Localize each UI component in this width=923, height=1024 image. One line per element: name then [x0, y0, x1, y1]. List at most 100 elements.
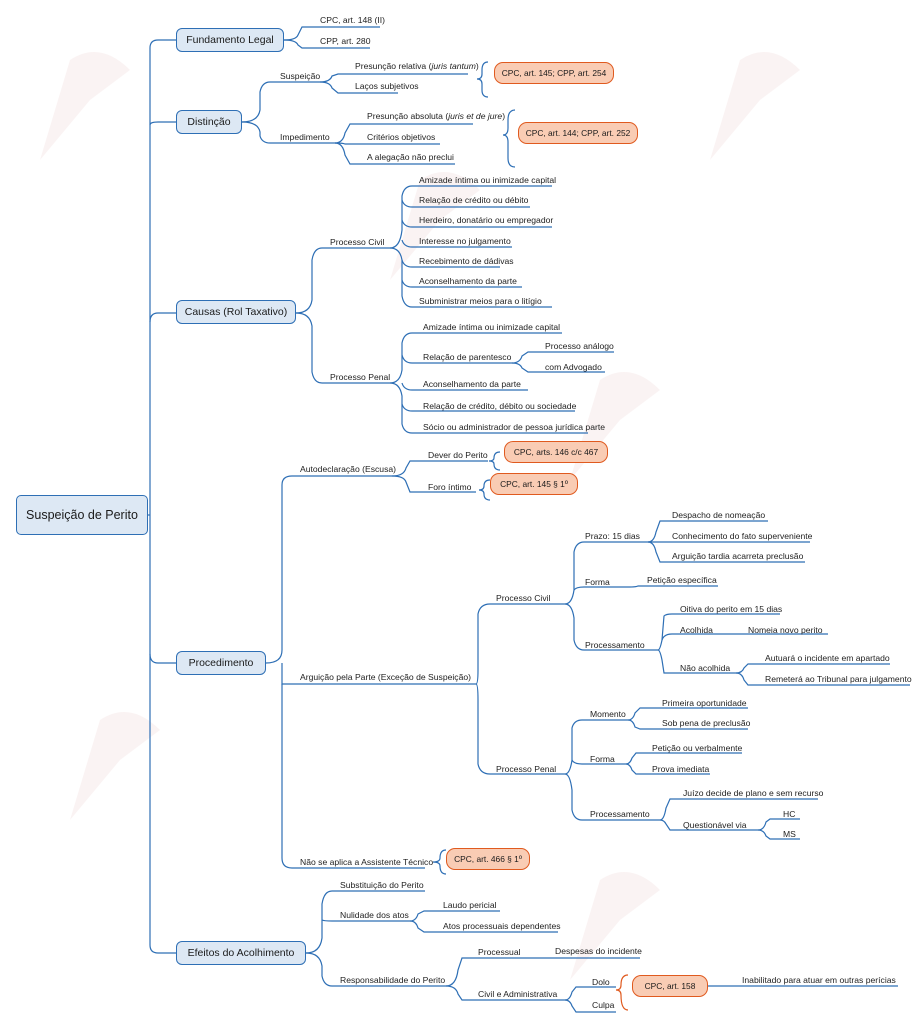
leaf-latin-term: juris tantum — [431, 61, 476, 71]
leaf-hc: HC — [783, 809, 796, 819]
branch-fundamento-legal[interactable]: Fundamento Legal — [176, 28, 284, 52]
node-prazo: Prazo: 15 dias — [585, 531, 640, 541]
branch-label: Procedimento — [188, 657, 254, 669]
leaf-dever-perito: Dever do Perito — [428, 450, 488, 460]
watermark-icon — [40, 52, 130, 160]
leaf-ms: MS — [783, 829, 796, 839]
node-processamento-civil: Processamento — [585, 640, 645, 650]
branch-procedimento[interactable]: Procedimento — [176, 651, 266, 675]
leaf-cpc-148: CPC, art. 148 (II) — [320, 15, 385, 25]
watermark-icon — [70, 712, 160, 820]
leaf-penal-item: Amizade íntima ou inimizade capital — [423, 322, 561, 332]
leaf-penal-item: Sócio ou administrador de pessoa jurídic… — [423, 422, 606, 432]
node-nao-acolhida: Não acolhida — [680, 663, 731, 673]
node-processamento-penal: Processamento — [590, 809, 650, 819]
leaf-latin-term: juris et de jure — [448, 111, 503, 121]
leaf-civil-item: Aconselhamento da parte — [419, 276, 517, 286]
node-forma-penal: Forma — [590, 754, 615, 764]
branch-label: Causas (Rol Taxativo) — [184, 306, 288, 318]
leaf-civil-item: Herdeiro, donatário ou empregador — [419, 215, 554, 225]
leaf-prazo-item: Despacho de nomeação — [672, 510, 766, 520]
leaf-civil-item: Recebimento de dádivas — [419, 256, 514, 266]
node-acolhida: Acolhida — [680, 625, 713, 635]
node-questionavel: Questionável via — [683, 820, 747, 830]
leaf-text: ) — [475, 61, 479, 71]
leaf-civil-item: Interesse no julgamento — [419, 236, 511, 246]
branch-label: Distinção — [187, 116, 231, 128]
node-processual: Processual — [478, 947, 521, 957]
node-parentesco: Relação de parentesco — [423, 352, 512, 362]
leaf-civil-item: Subministrar meios para o litígio — [419, 296, 542, 306]
branch-efeitos[interactable]: Efeitos do Acolhimento — [176, 941, 306, 965]
leaf-oitiva: Oitiva do perito em 15 dias — [680, 604, 783, 614]
leaf-presuncao-relativa: Presunção relativa (juris tantum) — [355, 61, 479, 72]
leaf-nulidade-item: Atos processuais dependentes — [443, 921, 561, 931]
node-nulidade: Nulidade dos atos — [340, 910, 409, 920]
node-autodeclaracao: Autodeclaração (Escusa) — [300, 464, 397, 474]
leaf-criterios-objetivos: Critérios objetivos — [367, 132, 436, 142]
ref-cpc-158[interactable]: CPC, art. 158 — [632, 975, 708, 997]
node-assistente-tecnico: Não se aplica a Assistente Técnico — [300, 857, 434, 867]
ref-foro-intimo[interactable]: CPC, art. 145 § 1º — [490, 473, 578, 495]
leaf-civil-item: Relação de crédito ou débito — [419, 195, 529, 205]
leaf-nomeia-novo: Nomeia novo perito — [748, 625, 823, 635]
node-causas-civil: Processo Civil — [330, 237, 385, 247]
leaf-despesas: Despesas do incidente — [555, 946, 642, 956]
node-forma-civil: Forma — [585, 577, 610, 587]
leaf-nao-acolhida-item: Autuará o incidente em apartado — [765, 653, 890, 663]
leaf-foro-intimo: Foro íntimo — [428, 482, 472, 492]
root-node-label: Suspeição de Perito — [26, 508, 138, 522]
leaf-prazo-item: Conhecimento do fato superveniente — [672, 531, 813, 541]
ref-label: CPC, art. 466 § 1º — [454, 854, 522, 864]
ref-suspeicao[interactable]: CPC, art. 145; CPP, art. 254 — [494, 62, 614, 84]
node-arguicao: Arguição pela Parte (Exceção de Suspeiçã… — [300, 672, 472, 682]
ref-label: CPC, art. 158 — [644, 981, 696, 991]
leaf-civil-item: Amizade íntima ou inimizade capital — [419, 175, 557, 185]
leaf-cpp-280: CPP, art. 280 — [320, 36, 371, 46]
leaf-nulidade-item: Laudo pericial — [443, 900, 497, 910]
branch-label: Fundamento Legal — [186, 34, 274, 46]
ref-impedimento[interactable]: CPC, art. 144; CPP, art. 252 — [518, 122, 638, 144]
leaf-presuncao-absoluta: Presunção absoluta (juris et de jure) — [367, 111, 505, 122]
watermark-icon — [570, 872, 660, 980]
ref-label: CPC, art. 144; CPP, art. 252 — [525, 128, 631, 138]
node-arguicao-civil: Processo Civil — [496, 593, 551, 603]
leaf-inabilitado: Inabilitado para atuar em outras perícia… — [742, 975, 896, 985]
root-node[interactable]: Suspeição de Perito — [16, 495, 148, 535]
node-arguicao-penal: Processo Penal — [496, 764, 557, 774]
leaf-peticao-especifica: Petição específica — [647, 575, 717, 585]
leaf-text: Presunção relativa ( — [355, 61, 432, 71]
leaf-culpa: Culpa — [592, 1000, 615, 1010]
leaf-forma-item: Petição ou verbalmente — [652, 743, 743, 753]
leaf-prazo-item: Arguição tardia acarreta preclusão — [672, 551, 804, 561]
leaf-parentesco-item: Processo análogo — [545, 341, 614, 351]
ref-label: CPC, art. 145; CPP, art. 254 — [501, 68, 607, 78]
ref-dever-perito[interactable]: CPC, arts. 146 c/c 467 — [504, 441, 608, 463]
leaf-alegacao-nao-preclui: A alegação não preclui — [367, 152, 454, 162]
leaf-momento-item: Sob pena de preclusão — [662, 718, 751, 728]
node-causas-penal: Processo Penal — [330, 372, 391, 382]
watermark-icon — [390, 172, 480, 280]
leaf-forma-item: Prova imediata — [652, 764, 710, 774]
leaf-text: ) — [502, 111, 506, 121]
branch-distincao[interactable]: Distinção — [176, 110, 242, 134]
leaf-dolo: Dolo — [592, 977, 610, 987]
node-impedimento: Impedimento — [280, 132, 330, 142]
branch-label: Efeitos do Acolhimento — [187, 947, 295, 959]
node-responsabilidade: Responsabilidade do Perito — [340, 975, 446, 985]
leaf-juizo-decide: Juízo decide de plano e sem recurso — [683, 788, 824, 798]
leaf-momento-item: Primeira oportunidade — [662, 698, 747, 708]
node-momento: Momento — [590, 709, 626, 719]
node-suspeicao: Suspeição — [280, 71, 321, 81]
branch-causas[interactable]: Causas (Rol Taxativo) — [176, 300, 296, 324]
ref-assistente[interactable]: CPC, art. 466 § 1º — [446, 848, 530, 870]
leaf-text: Presunção absoluta ( — [367, 111, 449, 121]
leaf-substituicao: Substituição do Perito — [340, 880, 424, 890]
leaf-nao-acolhida-item: Remeterá ao Tribunal para julgamento — [765, 674, 912, 684]
ref-label: CPC, art. 145 § 1º — [500, 479, 568, 489]
leaf-penal-item: Relação de crédito, débito ou sociedade — [423, 401, 577, 411]
leaf-penal-item: Aconselhamento da parte — [423, 379, 521, 389]
ref-label: CPC, arts. 146 c/c 467 — [513, 447, 599, 457]
